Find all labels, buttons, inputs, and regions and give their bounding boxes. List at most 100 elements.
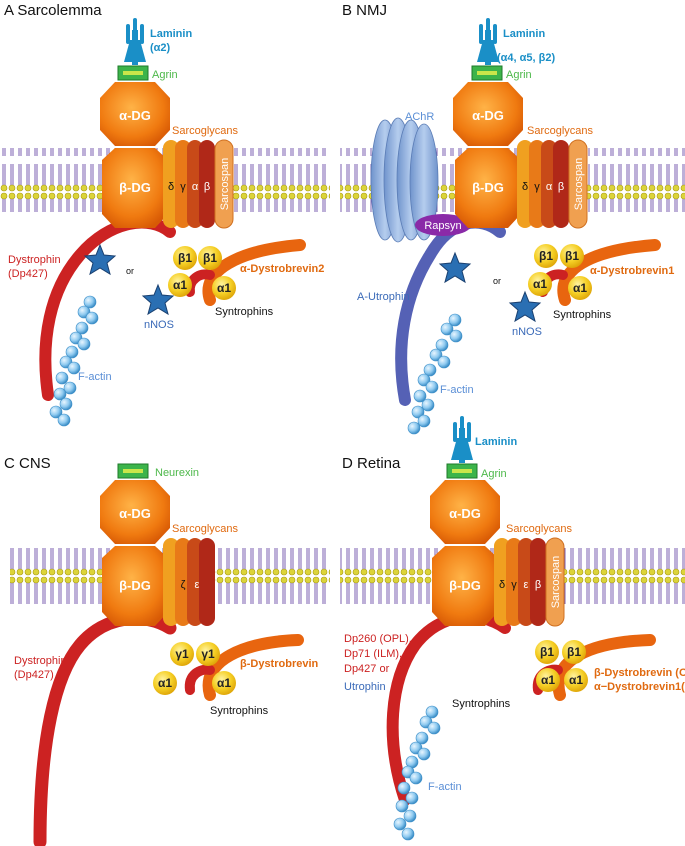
beta-dg-label: β-DG [119, 578, 151, 593]
syntrophin-a1: α1 [573, 281, 587, 295]
dystrophin-label: Dystrophin [8, 254, 61, 266]
sg-delta: δ [499, 579, 505, 591]
syntrophin-b1: β1 [178, 251, 192, 265]
f-actin-label: F-actin [440, 384, 474, 396]
beta-dg-label: β-DG [119, 180, 151, 195]
laminin [451, 416, 473, 463]
syntrophin-b1: β1 [203, 251, 217, 265]
sarcoglycans-label: Sarcoglycans [506, 523, 573, 535]
dystrobrevin-strand [202, 634, 304, 701]
laminin [124, 18, 146, 65]
sarcospan-label: Sarcospan [219, 158, 231, 211]
sarcoglycans-label: Sarcoglycans [527, 125, 594, 137]
dystrobrevin-label: β-Dystrobrevin [240, 658, 319, 670]
syntrophins: β1 β1 α1 α1 [168, 246, 236, 300]
panel-title: B NMJ [342, 2, 387, 19]
alpha-dg [453, 82, 523, 146]
dystrobrevin-label: α-Dystrobrevin2 [240, 263, 324, 275]
utrophin-strand [395, 216, 506, 406]
dystrophin-sub-label: (Dp427) [14, 669, 54, 681]
sg-beta: β [558, 181, 564, 193]
f-actin-label: F-actin [428, 781, 462, 793]
neurexin-label: Neurexin [155, 467, 199, 479]
agrin-label: Agrin [152, 69, 178, 81]
alpha-dg-label: α-DG [449, 506, 481, 521]
dystrobrevin-strand [202, 239, 306, 306]
alpha-dg-label: α-DG [119, 506, 151, 521]
dystrophin-label: Dystrophin [14, 655, 67, 667]
syntrophins: β1 β1 α1 α1 [528, 244, 592, 300]
laminin-label: Laminin [475, 436, 517, 448]
panel-c: C CNS Neurexin α-DG β-DG Sarcoglycans ζ … [4, 455, 330, 846]
dystrobrevin-label: α-Dystrobrevin1 [590, 265, 674, 277]
panel-d: D Retina Laminin Agrin α-DG β-DG Sarcogl… [340, 416, 685, 841]
sg-zeta: ζ [181, 579, 186, 591]
sarcoglycans-label: Sarcoglycans [172, 523, 239, 535]
syntrophin-a1: α1 [217, 281, 231, 295]
sg-gamma: γ [511, 579, 517, 591]
laminin-sub-label: (α4, α5, β2) [497, 52, 555, 64]
syntrophin-a1: α1 [173, 278, 187, 292]
syntrophins-label: Syntrophins [215, 306, 274, 318]
beta-dg-label: β-DG [472, 180, 504, 195]
beta-dg [455, 148, 521, 228]
or-label: or [126, 266, 134, 276]
dystrobrevin-label-2: α−Dystrobrevin1(ILM) [594, 681, 685, 693]
dp-line-2: Dp71 (ILM), [344, 648, 402, 660]
agrin-label: Agrin [481, 468, 507, 480]
nnos-star-2 [508, 290, 542, 323]
syntrophins-label: Syntrophins [210, 705, 269, 717]
syntrophin-g1: γ1 [175, 647, 189, 661]
sg-alpha: α [192, 181, 199, 193]
alpha-dg [430, 480, 500, 544]
sg-beta: β [204, 181, 210, 193]
dp-line-3: Dp427 or [344, 663, 390, 675]
syntrophins-label: Syntrophins [553, 309, 612, 321]
laminin-sub-label: (α2) [150, 42, 171, 54]
sg-epsilon: ε [195, 579, 200, 591]
sg-gamma: γ [180, 181, 186, 193]
sg-beta: β [535, 579, 541, 591]
sarcoglycan-complex: δ γ ε β Sarcospan [494, 537, 565, 627]
sg-alpha: α [546, 181, 553, 193]
nnos-star [438, 251, 472, 284]
laminin-label: Laminin [150, 28, 192, 40]
beta-dg [102, 546, 168, 626]
sarcoglycan-complex: δ γ α β Sarcospan [517, 139, 588, 229]
dystrophin-strand [33, 611, 177, 846]
achr-label: AChR [405, 111, 434, 123]
syntrophin-b1: β1 [539, 249, 553, 263]
syntrophin-a1: α1 [158, 676, 172, 690]
utrophin-label: Utrophin [344, 681, 386, 693]
nnos-star [83, 243, 117, 276]
syntrophins: γ1 γ1 α1 α1 [153, 642, 236, 695]
laminin [477, 18, 499, 65]
beta-dg-label: β-DG [449, 578, 481, 593]
sg-delta: δ [168, 181, 174, 193]
sg-epsilon: ε [524, 579, 529, 591]
syntrophin-b1: β1 [567, 645, 581, 659]
syntrophin-g1: γ1 [201, 647, 215, 661]
syntrophins-label: Syntrophins [452, 698, 511, 710]
rapsyn [415, 214, 471, 236]
or-label: or [493, 276, 501, 286]
sarcospan-label: Sarcospan [573, 158, 585, 211]
panel-a: A Sarcolemma Laminin (α2) Agrin α-DG β-D… [0, 2, 330, 427]
rapsyn-label: Rapsyn [424, 220, 461, 232]
f-actin [49, 295, 99, 427]
laminin-label: Laminin [503, 28, 545, 40]
alpha-dg [100, 82, 170, 146]
alpha-dg [100, 480, 170, 544]
utrophin-label: A-Utrophin [357, 291, 410, 303]
dp-line-1: Dp260 (OPL), [344, 633, 412, 645]
sarcoglycans-label: Sarcoglycans [172, 125, 239, 137]
dystrobrevin-label-1: β-Dystrobrevin (OPL) [594, 667, 685, 679]
dystrophin-sub-label: (Dp427) [8, 268, 48, 280]
beta-dg [102, 148, 168, 228]
sg-gamma: γ [534, 181, 540, 193]
sarcospan-label: Sarcospan [550, 556, 562, 609]
syntrophins: β1 β1 α1 α1 [535, 640, 588, 692]
sarcoglycan-complex: ζ ε [163, 538, 215, 626]
syntrophin-a1: α1 [533, 277, 547, 291]
